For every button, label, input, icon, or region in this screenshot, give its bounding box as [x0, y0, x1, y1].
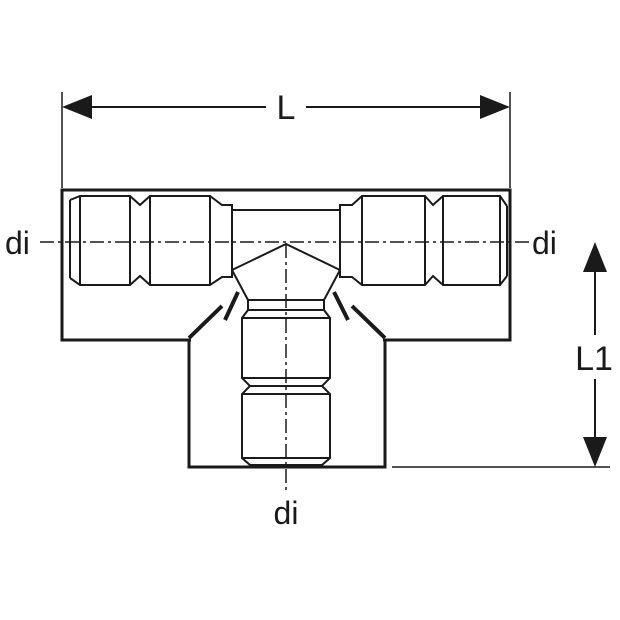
label-length: L — [277, 89, 296, 127]
branch-body-outline — [187, 340, 387, 469]
dimension-length — [61, 88, 511, 188]
arrowhead-top — [583, 242, 607, 272]
label-diameter-right: di — [532, 225, 557, 261]
run-body-outline — [60, 188, 512, 342]
internal-bore — [69, 195, 508, 466]
arrowhead-right — [480, 95, 510, 119]
run-bore-lower-right — [339, 270, 508, 286]
label-diameter-bottom: di — [274, 495, 299, 531]
arrowhead-left — [62, 95, 92, 119]
centerlines — [40, 241, 530, 492]
arrowhead-bottom — [583, 437, 607, 467]
label-branch-length: L1 — [575, 340, 613, 378]
label-diameter-left: di — [5, 225, 30, 261]
left-socket-outline — [69, 195, 508, 211]
branch-chamfers — [187, 291, 387, 340]
tee-fitting-body — [60, 188, 512, 469]
dimension-branch-length — [392, 242, 620, 468]
branch-bore — [241, 299, 331, 466]
